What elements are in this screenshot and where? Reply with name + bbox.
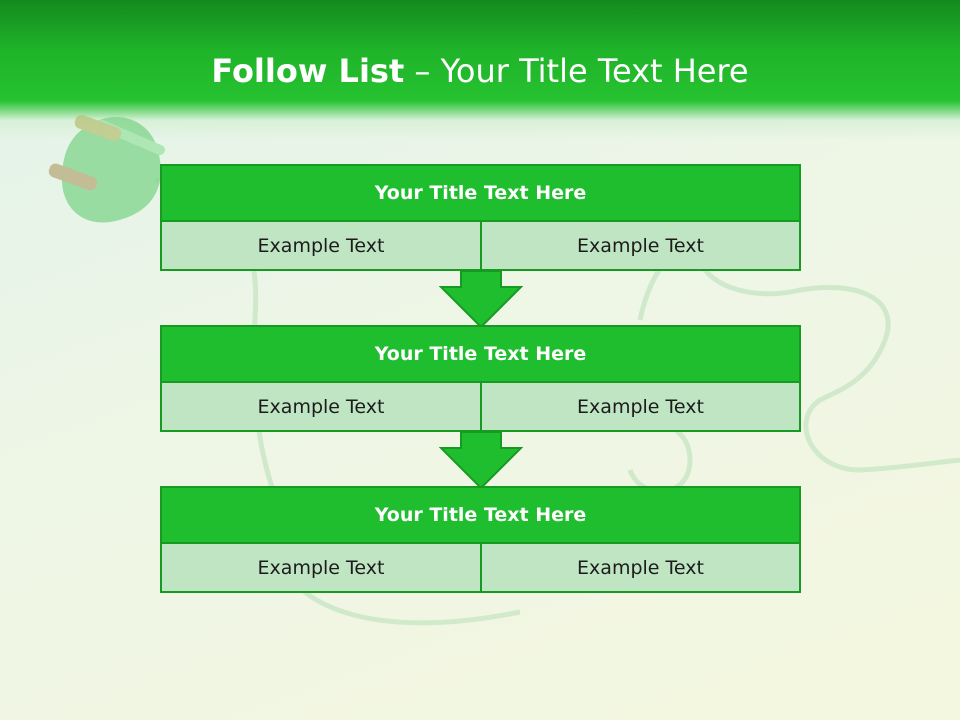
block-title: Your Title Text Here <box>160 325 801 383</box>
down-arrow-icon <box>439 432 523 490</box>
list-block-1: Your Title Text Here Example Text Exampl… <box>160 164 801 271</box>
block-cell-right: Example Text <box>480 381 801 432</box>
title-rest: – Your Title Text Here <box>404 52 749 90</box>
header-band <box>0 0 960 140</box>
plug-icon <box>48 114 165 223</box>
block-cell-left: Example Text <box>160 542 482 593</box>
block-title: Your Title Text Here <box>160 486 801 544</box>
block-cell-left: Example Text <box>160 381 482 432</box>
list-block-2: Your Title Text Here Example Text Exampl… <box>160 325 801 432</box>
block-cell-left: Example Text <box>160 220 482 271</box>
list-block-3: Your Title Text Here Example Text Exampl… <box>160 486 801 593</box>
down-arrow-icon <box>439 271 523 329</box>
page-title: Follow List – Your Title Text Here <box>0 52 960 90</box>
block-cell-right: Example Text <box>480 220 801 271</box>
block-cell-right: Example Text <box>480 542 801 593</box>
title-bold: Follow List <box>211 52 405 90</box>
block-title: Your Title Text Here <box>160 164 801 222</box>
